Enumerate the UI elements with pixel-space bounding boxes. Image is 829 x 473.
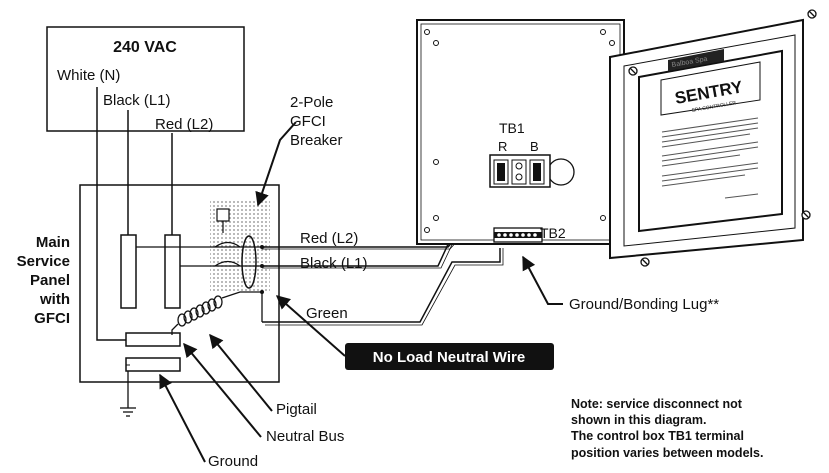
svg-text:shown in this diagram.: shown in this diagram. bbox=[571, 413, 706, 427]
ground-label: Ground bbox=[208, 453, 258, 470]
current-sensor bbox=[241, 235, 257, 289]
panel-label: Main Service Panel with GFCI bbox=[17, 234, 70, 327]
red-l2-wire-label: Red (L2) bbox=[300, 230, 358, 247]
control-box-cover: Balboa Spa SENTRY SPA CONTROLLER bbox=[609, 18, 804, 260]
green-ground-wire bbox=[262, 248, 501, 323]
svg-text:with: with bbox=[39, 291, 70, 308]
red-wire-label: Red (L2) bbox=[155, 116, 213, 133]
svg-text:Main: Main bbox=[36, 234, 70, 251]
ground-bar bbox=[125, 357, 181, 372]
black-l1-wire-label: Black (L1) bbox=[300, 255, 368, 272]
main-service-panel bbox=[79, 184, 280, 383]
knockout-hole bbox=[547, 158, 575, 186]
svg-text:position varies between models: position varies between models. bbox=[571, 446, 763, 460]
tb1-b-label: B bbox=[530, 139, 539, 154]
svg-text:Note: service disconnect not: Note: service disconnect not bbox=[571, 397, 743, 411]
svg-text:Panel: Panel bbox=[30, 272, 70, 289]
breaker-label-2: GFCI bbox=[290, 113, 326, 130]
tb2-ground-lug bbox=[493, 227, 543, 243]
bus-bar-l1 bbox=[120, 234, 137, 309]
bus-bar-l2 bbox=[164, 234, 181, 309]
source-box bbox=[46, 26, 245, 132]
svg-text:GFCI: GFCI bbox=[34, 310, 70, 327]
source-voltage-label: 240 VAC bbox=[113, 39, 177, 56]
pigtail-label: Pigtail bbox=[276, 401, 317, 418]
control-box bbox=[416, 19, 625, 245]
gfci-test-box bbox=[216, 208, 230, 222]
breaker-label-1: 2-Pole bbox=[290, 94, 333, 111]
pigtail-coil bbox=[171, 291, 262, 335]
tb2-label: TB2 bbox=[540, 225, 566, 241]
tb1-r-label: R bbox=[498, 139, 507, 154]
svg-text:Service: Service bbox=[17, 253, 70, 270]
tb1-label: TB1 bbox=[499, 120, 525, 136]
neutral-bus-label: Neutral Bus bbox=[266, 428, 344, 445]
tb1-terminal-block bbox=[489, 154, 551, 188]
no-load-neutral-badge bbox=[345, 343, 554, 370]
breaker-label-3: Breaker bbox=[290, 132, 343, 149]
earth-ground-icon bbox=[120, 407, 136, 417]
svg-text:The control box TB1 terminal: The control box TB1 terminal bbox=[571, 429, 744, 443]
no-load-neutral-label: No Load Neutral Wire bbox=[373, 349, 525, 366]
cover-screw-icons bbox=[628, 9, 817, 267]
neutral-bus bbox=[125, 332, 181, 347]
ground-bonding-lug-label: Ground/Bonding Lug** bbox=[569, 296, 719, 313]
black-wire-label: Black (L1) bbox=[103, 92, 171, 109]
white-wire-label: White (N) bbox=[57, 67, 120, 84]
white-neutral-wire bbox=[96, 87, 128, 341]
green-wire-label: Green bbox=[306, 305, 348, 322]
note-text: Note: service disconnect not shown in th… bbox=[571, 397, 763, 460]
